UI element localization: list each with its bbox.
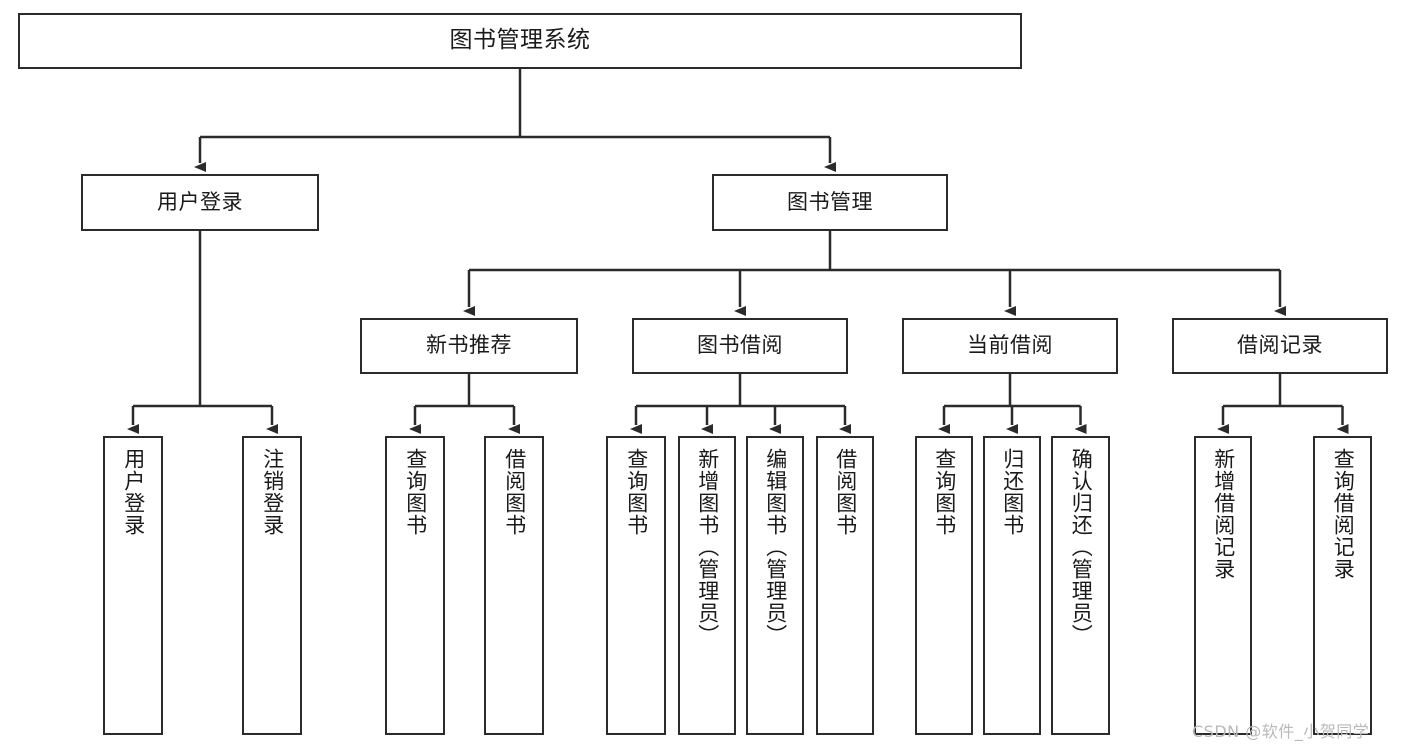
node-label: 图书管理 [787, 189, 873, 214]
node-current-borrow[interactable]: 当前借阅 [902, 318, 1118, 374]
node-book-manage[interactable]: 图书管理 [712, 174, 948, 231]
node-leaf-query-book-1[interactable]: 查询图书 [385, 436, 445, 735]
node-borrow-record[interactable]: 借阅记录 [1172, 318, 1388, 374]
node-label: 注销登录 [260, 448, 285, 536]
node-leaf-edit-book[interactable]: 编辑图书（管理员） [746, 436, 804, 735]
node-user-login[interactable]: 用户登录 [81, 174, 319, 231]
node-label: 查询图书 [403, 448, 428, 536]
node-leaf-add-record[interactable]: 新增借阅记录 [1194, 436, 1252, 735]
node-leaf-return-book[interactable]: 归还图书 [983, 436, 1041, 735]
node-new-book-rec[interactable]: 新书推荐 [360, 318, 578, 374]
node-label: 新增借阅记录 [1211, 448, 1236, 580]
node-label: 用户登录 [121, 448, 146, 536]
node-label: 新书推荐 [426, 333, 512, 358]
node-leaf-add-book[interactable]: 新增图书（管理员） [678, 436, 736, 735]
node-leaf-user-login[interactable]: 用户登录 [103, 436, 163, 735]
node-label: 查询图书 [932, 448, 957, 536]
watermark-label: CSDN @软件_小贺同学 [1192, 722, 1370, 741]
node-label: 归还图书 [1000, 448, 1025, 536]
node-label: 查询图书 [624, 448, 649, 536]
node-book-borrow[interactable]: 图书借阅 [632, 318, 848, 374]
node-label: 当前借阅 [967, 333, 1053, 358]
node-leaf-query-book-3[interactable]: 查询图书 [915, 436, 973, 735]
node-leaf-confirm-return[interactable]: 确认归还（管理员） [1051, 436, 1110, 735]
node-label: 图书管理系统 [449, 27, 591, 54]
node-label: 图书借阅 [697, 333, 783, 358]
node-label: 查询借阅记录 [1331, 448, 1356, 580]
node-leaf-query-record[interactable]: 查询借阅记录 [1313, 436, 1372, 735]
node-root[interactable]: 图书管理系统 [18, 13, 1022, 69]
node-label: 确认归还（管理员） [1069, 448, 1094, 646]
node-label: 借阅图书 [502, 448, 527, 536]
node-label: 借阅图书 [833, 448, 858, 536]
node-leaf-borrow-book-1[interactable]: 借阅图书 [484, 436, 544, 735]
node-label: 用户登录 [157, 189, 243, 214]
node-leaf-logout[interactable]: 注销登录 [242, 436, 302, 735]
node-leaf-query-book-2[interactable]: 查询图书 [606, 436, 666, 735]
node-label: 借阅记录 [1237, 333, 1323, 358]
node-label: 编辑图书（管理员） [763, 448, 788, 646]
node-leaf-borrow-book-2[interactable]: 借阅图书 [816, 436, 874, 735]
node-label: 新增图书（管理员） [695, 448, 720, 646]
